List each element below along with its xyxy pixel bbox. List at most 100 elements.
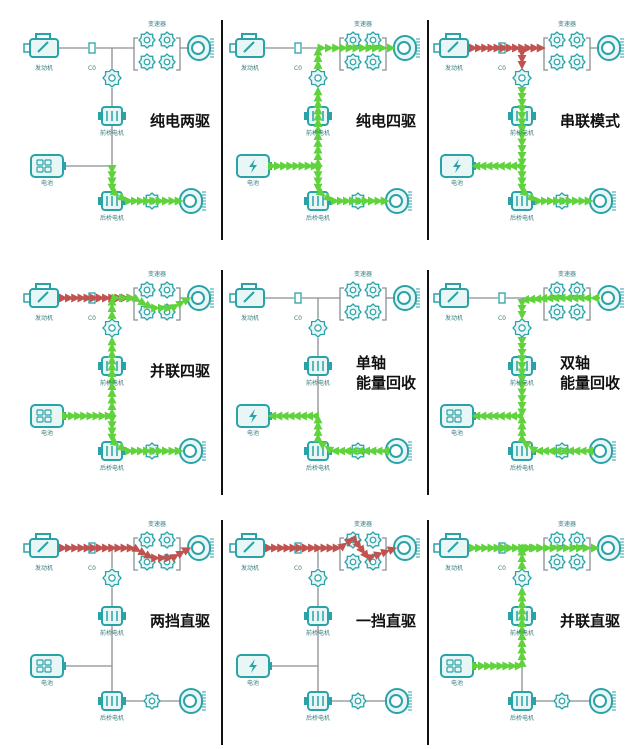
wheel-icon	[589, 438, 616, 464]
transmission-gear-icon	[364, 553, 382, 571]
rear-gear-icon	[349, 442, 367, 460]
battery-icon	[440, 154, 476, 178]
transmission-bracket-right	[382, 287, 387, 321]
energy-flow-arrow	[526, 192, 537, 202]
battery-label: 电池	[247, 179, 259, 187]
rear-gear-icon	[143, 692, 161, 710]
transmission-gear-icon	[364, 53, 382, 71]
rear-motor-icon	[304, 191, 332, 211]
clutch-icon	[294, 42, 302, 54]
front-gear-icon	[512, 568, 532, 588]
mode-title: 一挡直驱	[356, 612, 416, 630]
energy-flow-arrow	[380, 548, 391, 558]
mode-title: 串联模式	[560, 112, 620, 130]
transmission-bracket-left	[339, 37, 344, 71]
transmission-bracket-left	[543, 287, 548, 321]
transmission-label: 变速器	[558, 270, 576, 278]
engine-icon	[433, 33, 469, 58]
transmission-gear-icon	[568, 303, 586, 321]
rear-motor-icon	[508, 441, 536, 461]
transmission-gear-icon	[344, 31, 362, 49]
transmission-gear-icon	[548, 31, 566, 49]
transmission-label: 变速器	[148, 520, 166, 528]
energy-flow-arrow	[137, 547, 148, 556]
clutch-label: C0	[88, 65, 96, 72]
mode-title: 纯电两驱	[150, 112, 210, 130]
rear-motor-icon	[304, 441, 332, 461]
energy-flow-arrow	[175, 550, 186, 559]
clutch-icon	[294, 292, 302, 304]
mode-title: 并联直驱	[560, 612, 620, 630]
mode-title: 双轴	[560, 354, 590, 372]
transmission-gear-icon	[138, 31, 156, 49]
battery-icon	[30, 654, 66, 678]
wheel-icon	[187, 535, 214, 561]
engine-label: 发动机	[35, 314, 53, 322]
transmission-gear-icon	[138, 303, 156, 321]
transmission-bracket-right	[586, 287, 591, 321]
clutch-label: C0	[498, 65, 506, 72]
transmission-gear-icon	[364, 531, 382, 549]
wheel-icon	[187, 285, 214, 311]
transmission-gear-icon	[364, 281, 382, 299]
transmission-gear-icon	[158, 53, 176, 71]
engine-icon	[23, 533, 59, 558]
energy-flow-arrow	[143, 550, 154, 559]
transmission-label: 变速器	[558, 20, 576, 28]
engine-label: 发动机	[241, 314, 259, 322]
transmission-label: 变速器	[558, 520, 576, 528]
transmission-bracket-left	[133, 537, 138, 571]
transmission-label: 变速器	[148, 270, 166, 278]
clutch-label: C0	[498, 565, 506, 572]
transmission-bracket-left	[133, 287, 138, 321]
battery-icon	[30, 404, 66, 428]
engine-icon	[433, 283, 469, 308]
energy-flow-arrow	[131, 543, 142, 553]
energy-flow-arrow	[137, 297, 148, 306]
transmission-label: 变速器	[148, 20, 166, 28]
transmission-gear-icon	[364, 31, 382, 49]
wheel-icon	[597, 285, 624, 311]
transmission-gear-icon	[138, 531, 156, 549]
battery-icon	[236, 654, 272, 678]
engine-label: 发动机	[241, 564, 259, 572]
energy-flow-arrow	[322, 192, 333, 202]
rear-motor-icon	[98, 691, 126, 711]
mode-title: 并联四驱	[150, 362, 210, 380]
engine-label: 发动机	[35, 64, 53, 72]
energy-flow-arrow	[373, 551, 384, 560]
rear-motor-label: 后桥电机	[510, 214, 534, 222]
wheel-icon	[393, 35, 420, 61]
transmission-gear-icon	[138, 281, 156, 299]
energy-flow-arrow	[116, 442, 127, 452]
transmission-gear-icon	[138, 53, 156, 71]
clutch-label: C0	[294, 65, 302, 72]
battery-icon	[440, 654, 476, 678]
front-motor-icon	[98, 106, 126, 126]
transmission-bracket-left	[543, 37, 548, 71]
energy-flow-arrow	[521, 440, 532, 450]
clutch-icon	[498, 292, 506, 304]
clutch-icon	[88, 42, 96, 54]
transmission-gear-icon	[344, 281, 362, 299]
energy-flow-arrow	[387, 546, 398, 555]
rear-motor-icon	[98, 441, 126, 461]
energy-flow-arrow	[528, 445, 539, 455]
front-gear-icon	[102, 68, 122, 88]
battery-icon	[30, 154, 66, 178]
energy-flow-arrow	[315, 187, 326, 197]
engine-icon	[23, 33, 59, 58]
transmission-gear-icon	[344, 553, 362, 571]
engine-icon	[229, 283, 265, 308]
wheel-icon	[393, 535, 420, 561]
front-gear-icon	[308, 318, 328, 338]
energy-flow-arrow	[169, 303, 180, 313]
